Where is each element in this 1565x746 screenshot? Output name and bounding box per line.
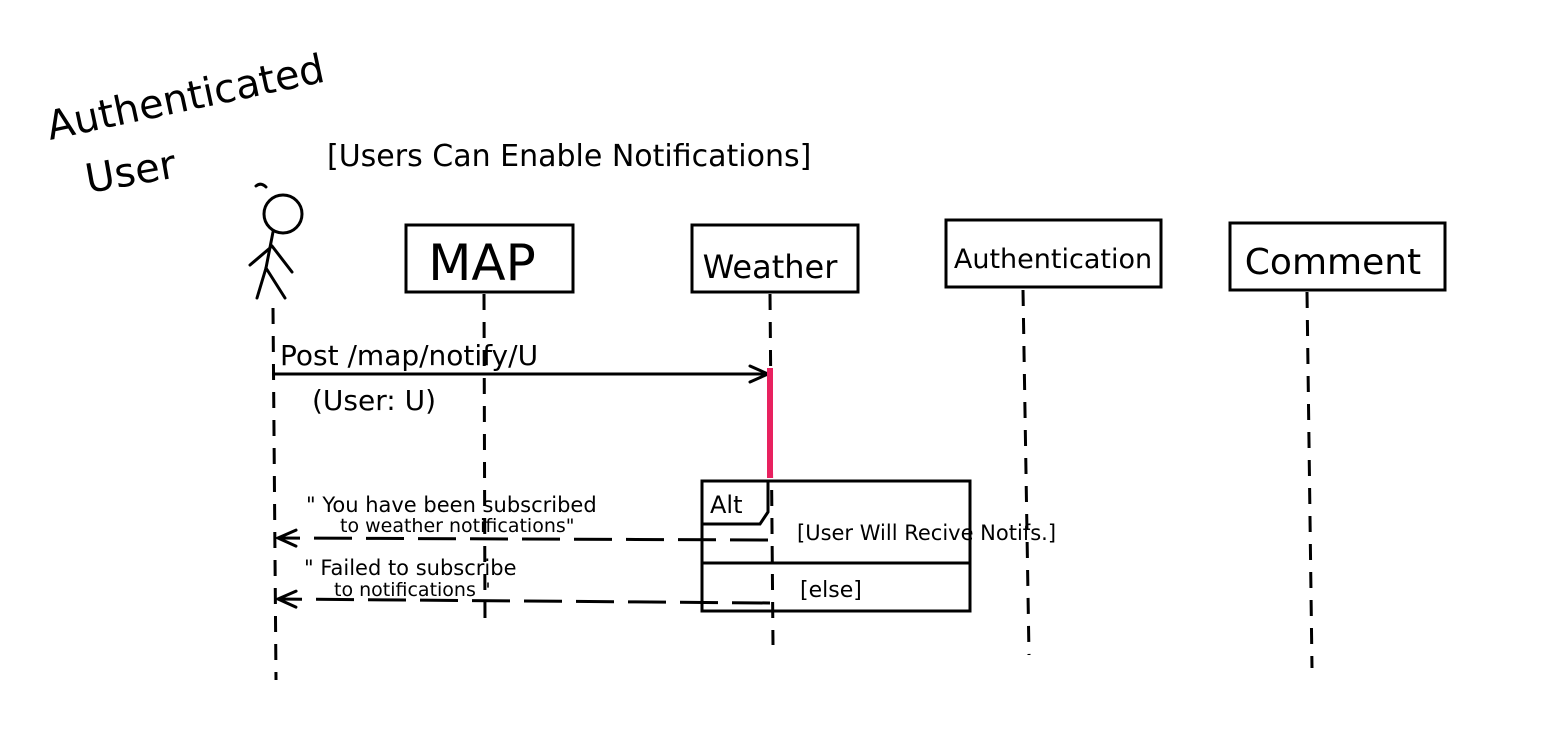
actor-title-line2: User [82, 142, 180, 203]
participant-comment-label: Comment [1245, 242, 1421, 283]
actor-stick-figure-icon [248, 182, 304, 300]
alt-else-label: [else] [800, 578, 862, 603]
request-message-param: (User: U) [312, 384, 436, 417]
response-1-line2: to weather notifications" [340, 515, 575, 537]
actor-title-line1: Authenticated [43, 46, 329, 150]
participant-map: MAP [404, 223, 575, 294]
response-1-arrow [278, 538, 769, 540]
participant-weather: Weather [690, 223, 860, 294]
response-2-arrow [278, 599, 771, 603]
participant-map-label: MAP [428, 234, 536, 292]
participant-comment: Comment [1228, 221, 1447, 292]
response-2-line2: to notifications " [334, 579, 491, 601]
participant-authentication: Authentication [944, 218, 1163, 289]
participant-authentication-label: Authentication [954, 244, 1152, 275]
lifeline-actor [271, 307, 278, 681]
lifeline-comment [1305, 291, 1314, 669]
alt-condition-label: [User Will Recive Notifs.] [797, 521, 1056, 545]
response-2-line1: " Failed to subscribe [304, 556, 517, 580]
guard-condition: [Users Can Enable Notifications] [327, 139, 811, 174]
alt-fragment: Alt [User Will Recive Notifs.] [else] [700, 479, 1056, 613]
alt-operator-label: Alt [710, 491, 743, 519]
participant-weather-label: Weather [703, 248, 839, 286]
lifeline-authentication [1021, 289, 1031, 656]
request-message-label: Post /map/notify/U [280, 339, 538, 372]
response-1-line1: " You have been subscribed [306, 493, 597, 517]
